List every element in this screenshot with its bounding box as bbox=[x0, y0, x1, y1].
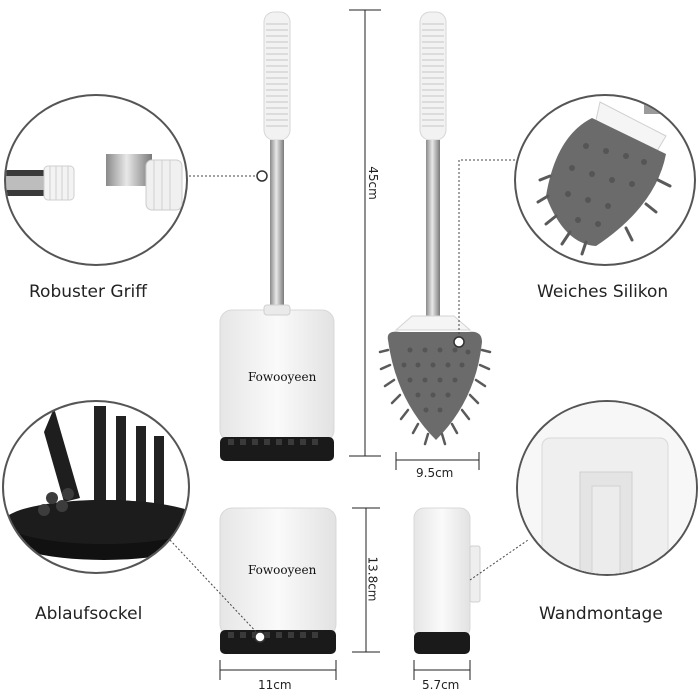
label-handle: Robuster Griff bbox=[29, 282, 147, 302]
dimension-lines bbox=[219, 9, 480, 680]
standing-brush bbox=[219, 11, 335, 461]
holder-side bbox=[413, 507, 481, 654]
label-silicone: Weiches Silikon bbox=[537, 282, 669, 302]
detail-circle-wall-mount bbox=[516, 400, 698, 576]
detail-circle-silicone bbox=[514, 94, 696, 266]
holder-front bbox=[219, 507, 337, 654]
callout-markers bbox=[254, 170, 465, 643]
dimension-holder-width: 11cm bbox=[258, 678, 292, 692]
dimension-holder-depth: 5.7cm bbox=[422, 678, 460, 692]
callout-lines bbox=[169, 159, 529, 637]
label-wall-mount: Wandmontage bbox=[539, 604, 663, 624]
dimension-holder-height: 13.8cm bbox=[365, 556, 380, 602]
detail-circle-handle bbox=[4, 94, 188, 266]
detail-circle-drain-base bbox=[2, 400, 190, 574]
dimension-height: 45cm bbox=[365, 166, 380, 200]
label-drain-base: Ablaufsockel bbox=[35, 604, 143, 624]
dimension-brush-width: 9.5cm bbox=[416, 466, 454, 480]
brush-removed bbox=[378, 11, 492, 446]
brand-name-small-holder: Fowooyeen bbox=[248, 563, 317, 577]
brand-name-large-holder: Fowooyeen bbox=[248, 370, 317, 384]
